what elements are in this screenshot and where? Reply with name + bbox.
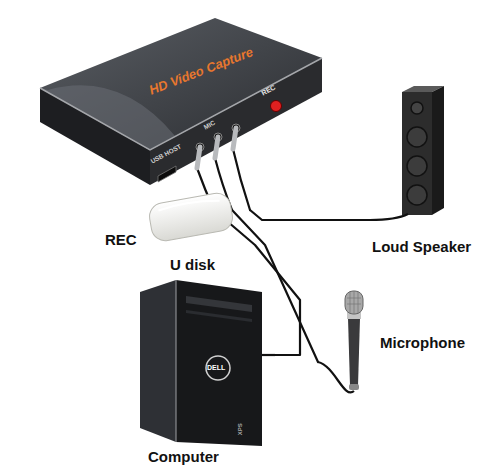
microphone-figure xyxy=(318,291,363,393)
tower-edge xyxy=(175,280,176,442)
u-disk-shine xyxy=(158,198,220,212)
loud-speaker xyxy=(370,86,444,220)
mic-grille xyxy=(347,291,361,314)
speaker-driver xyxy=(407,156,427,176)
model-mark: XPS xyxy=(237,423,244,435)
device-label: REC xyxy=(105,232,137,249)
plug-body xyxy=(197,147,200,168)
plug-cable xyxy=(233,149,250,210)
device-top xyxy=(40,18,322,150)
capture-device xyxy=(40,18,322,185)
mic-head xyxy=(345,291,363,314)
device-title: HD Video Capture xyxy=(147,45,255,98)
capture-device-box: HD Video Capture xyxy=(30,10,330,210)
speaker-side xyxy=(432,86,444,215)
mic-cable xyxy=(318,362,354,393)
u-disk-body xyxy=(147,191,234,243)
drive-bay xyxy=(186,310,252,322)
speaker-front xyxy=(402,92,432,215)
computer-box: Computer xyxy=(130,268,275,470)
speaker-cable xyxy=(370,214,408,220)
u-disk xyxy=(147,191,234,243)
tower-front xyxy=(176,280,262,446)
computer-tower xyxy=(140,280,275,446)
cable-wire xyxy=(250,210,370,220)
speaker-driver xyxy=(407,127,427,147)
logo-ring xyxy=(206,356,230,380)
drive-bay xyxy=(186,296,252,312)
speaker-driver xyxy=(407,185,427,205)
speaker-driver xyxy=(411,102,423,114)
u-disk-box: U disk xyxy=(140,180,245,276)
mic-cap xyxy=(349,384,359,390)
brand-logo: DELL xyxy=(207,364,225,372)
node-label: Computer xyxy=(148,448,219,465)
mic-handle xyxy=(348,318,360,386)
tower-side xyxy=(140,280,176,442)
plug-body xyxy=(233,128,236,149)
plug-body xyxy=(215,137,218,158)
rec-button xyxy=(271,101,282,112)
computer-cable xyxy=(262,354,275,356)
node-label: Loud Speaker xyxy=(372,238,471,255)
speaker-box: Loud Speaker xyxy=(370,82,495,258)
usb-port xyxy=(158,166,176,182)
node-label: U disk xyxy=(170,256,215,273)
microphone-box: Microphone xyxy=(318,285,495,410)
node-label: Microphone xyxy=(380,334,465,351)
